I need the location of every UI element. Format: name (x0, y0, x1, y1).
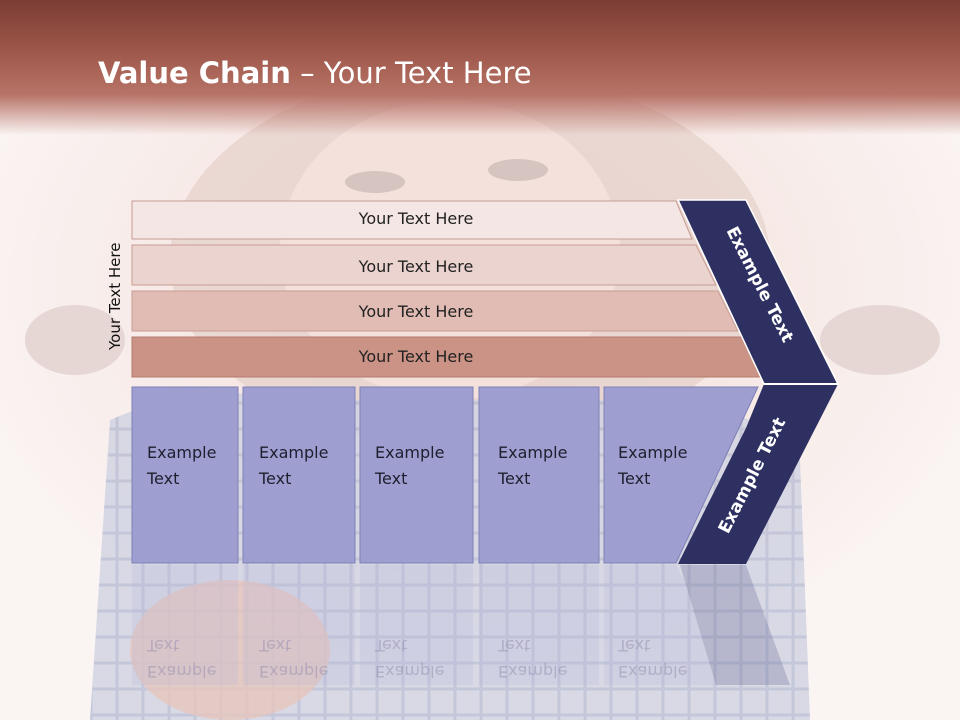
primary-column-1-line2: Text (147, 469, 180, 488)
primary-column-5-line2: Text (618, 469, 651, 488)
primary-column-3-reflection: Example Text (375, 632, 444, 684)
primary-column-2-reflection: Example Text (259, 632, 328, 684)
support-row-3: Your Text Here (131, 290, 739, 332)
primary-column-4-reflection: Example Text (498, 632, 567, 684)
support-row-1: Your Text Here (131, 200, 693, 240)
support-row-2-label: Your Text Here (358, 257, 474, 276)
primary-column-1-line1: Example (147, 443, 217, 462)
reflection-line1: Example (618, 662, 688, 681)
reflection-line1: Example (147, 662, 217, 681)
primary-column-3-label: Example Text (375, 440, 444, 492)
support-row-4-label: Your Text Here (358, 347, 474, 366)
reflection-line2: Text (498, 636, 531, 655)
primary-column-4-line1: Example (498, 443, 568, 462)
primary-column-3-line2: Text (375, 469, 408, 488)
support-row-1-label: Your Text Here (358, 209, 474, 228)
primary-column-2-line1: Example (259, 443, 329, 462)
primary-column-1 (131, 386, 239, 564)
primary-column-4 (478, 386, 600, 564)
primary-column-4-line2: Text (498, 469, 531, 488)
primary-column-5 (603, 386, 759, 564)
support-row-3-label: Your Text Here (358, 302, 474, 321)
support-row-4: Your Text Here (131, 336, 765, 378)
primary-column-2-label: Example Text (259, 440, 328, 492)
title-bold: Value Chain (98, 56, 291, 90)
reflection-line1: Example (375, 662, 445, 681)
reflection-line2: Text (618, 636, 651, 655)
primary-column-5-reflection: Example Text (618, 632, 687, 684)
reflection-line1: Example (259, 662, 329, 681)
primary-column-5-label: Example Text (618, 440, 687, 492)
title-rest: – Your Text Here (290, 56, 532, 90)
primary-column-3-line1: Example (375, 443, 445, 462)
reflection-line2: Text (259, 636, 292, 655)
primary-column-3 (359, 386, 474, 564)
primary-column-1-label: Example Text (147, 440, 216, 492)
slide-title: Value Chain – Your Text Here (98, 56, 532, 90)
primary-column-2 (242, 386, 356, 564)
reflection-line1: Example (498, 662, 568, 681)
primary-column-2-line2: Text (259, 469, 292, 488)
column-reflection (132, 565, 790, 685)
reflection-line2: Text (147, 636, 180, 655)
primary-column-5-line1: Example (618, 443, 688, 462)
header-band (0, 0, 960, 135)
primary-column-1-reflection: Example Text (147, 632, 216, 684)
primary-column-4-label: Example Text (498, 440, 567, 492)
margin-chevron (678, 200, 838, 564)
support-row-2: Your Text Here (131, 244, 717, 286)
reflection-line2: Text (375, 636, 408, 655)
